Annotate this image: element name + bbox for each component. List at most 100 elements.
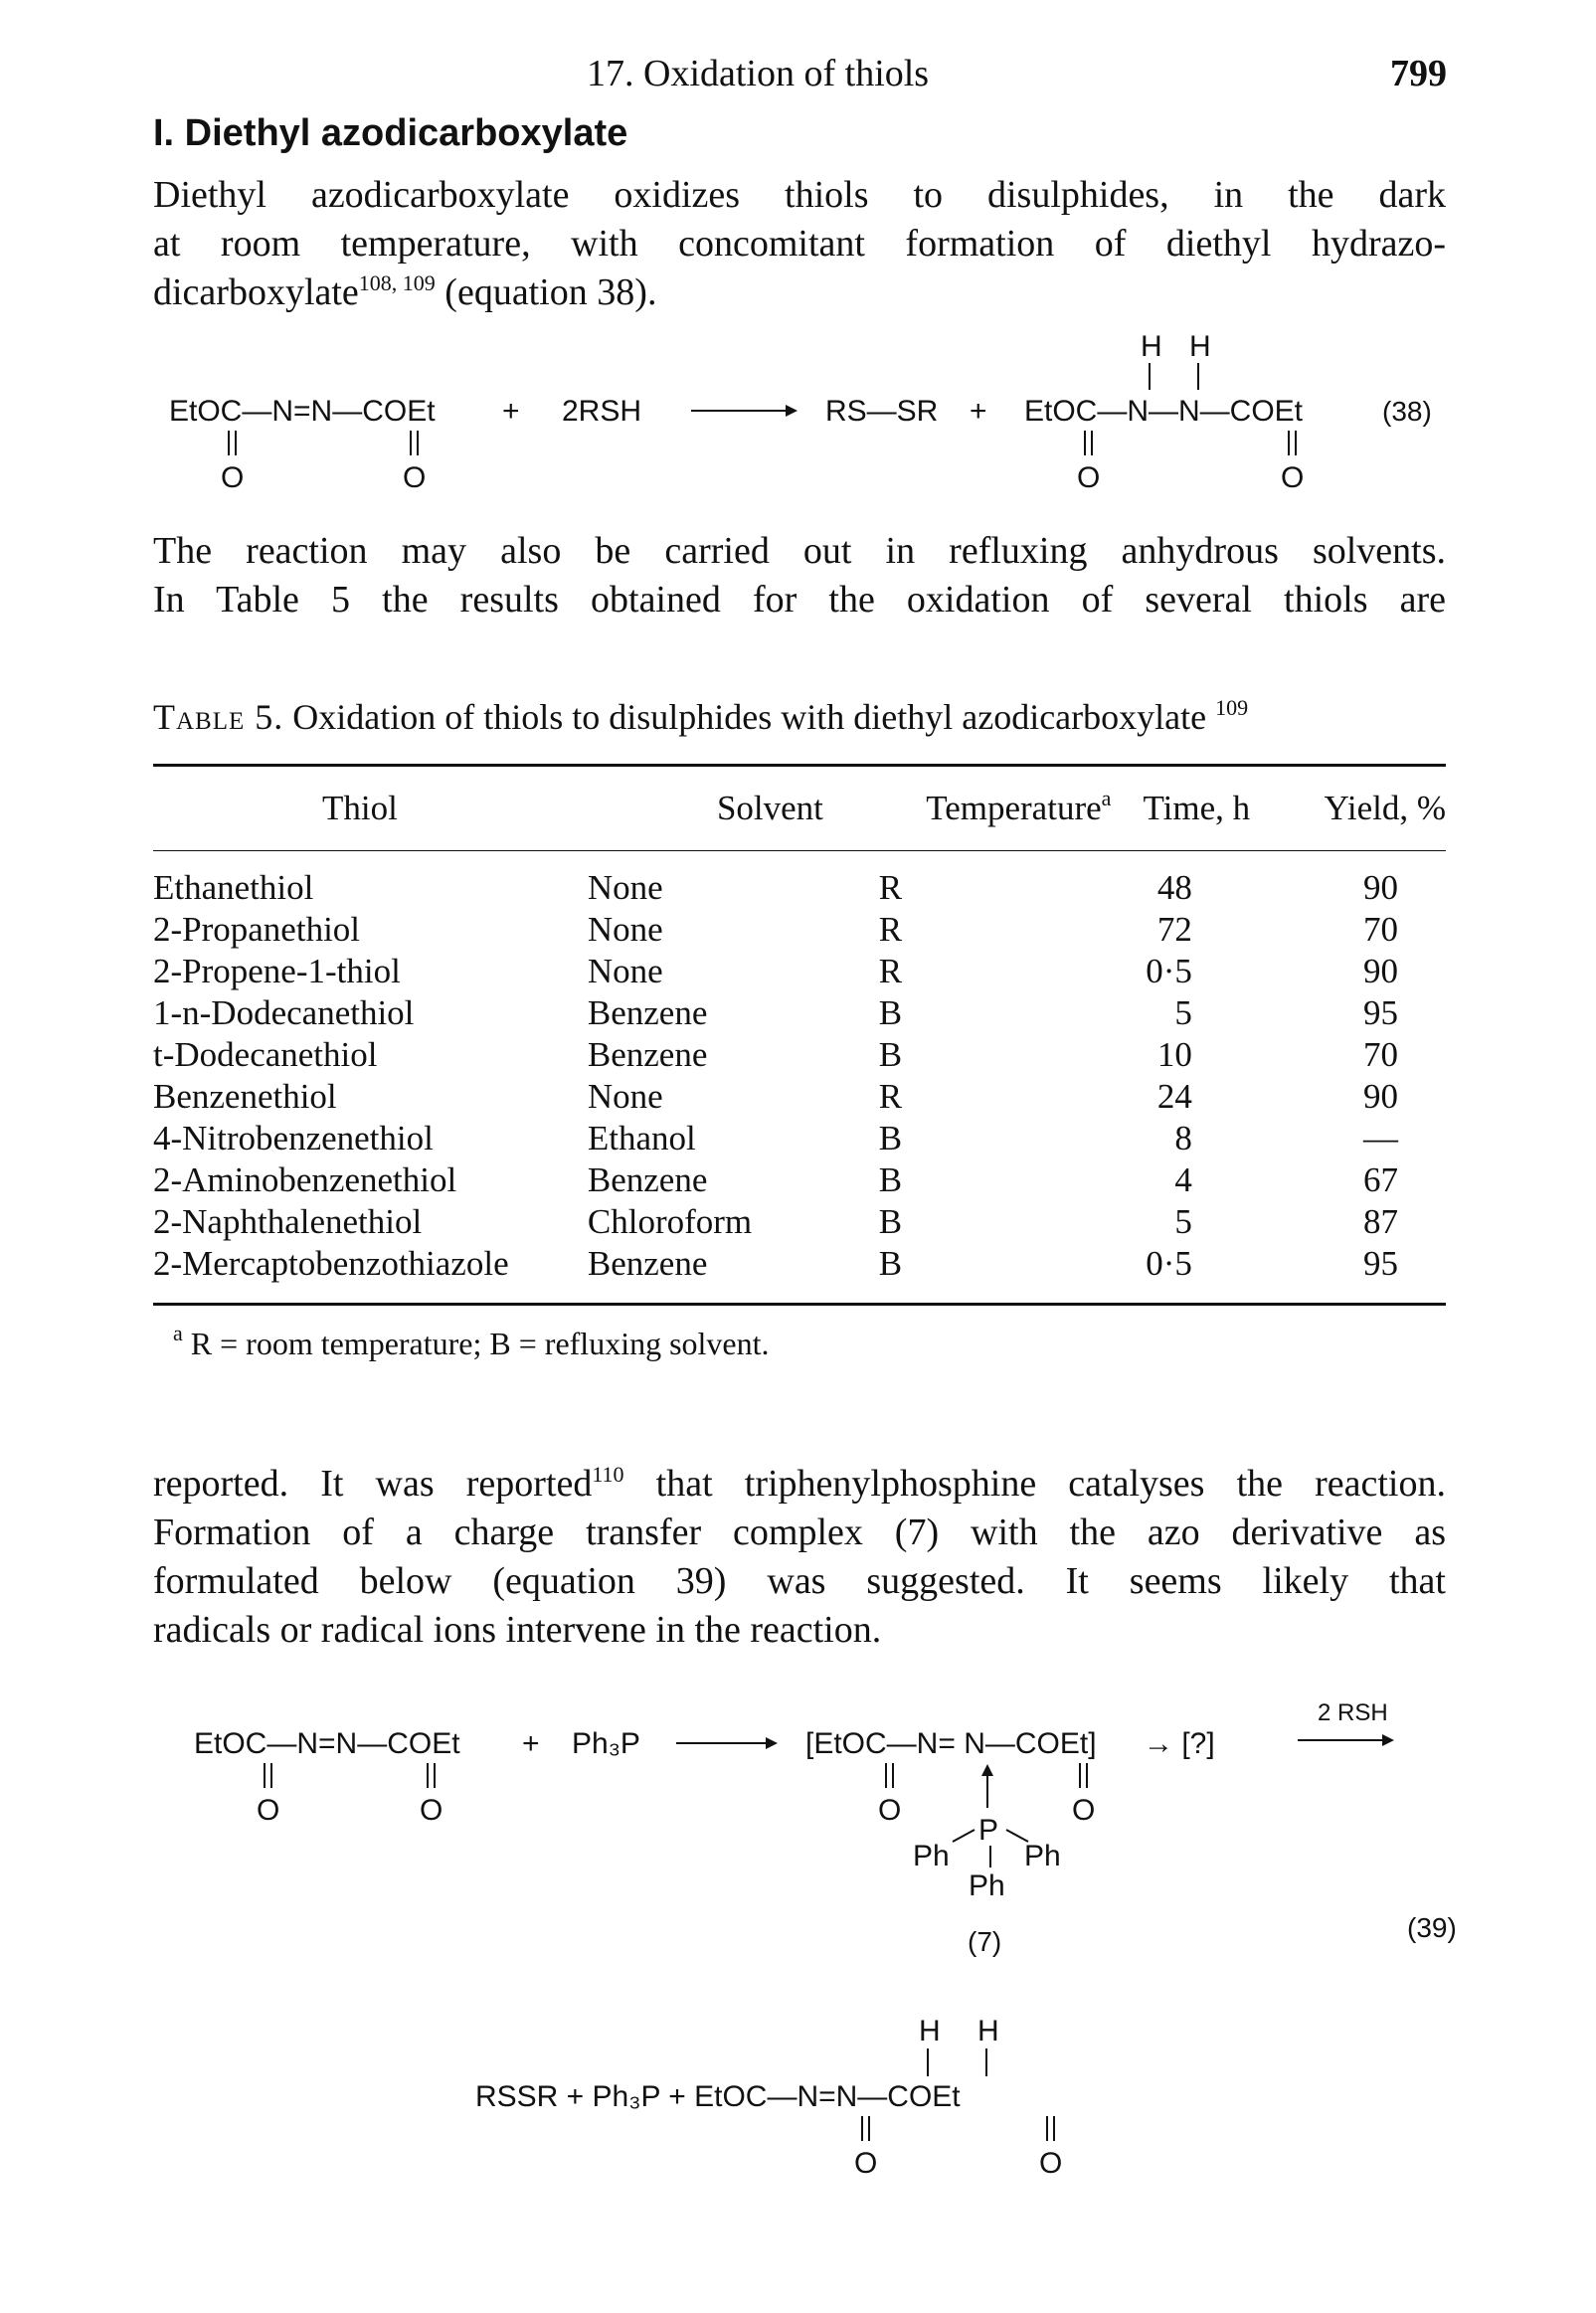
cell-temperature: B (878, 1119, 903, 1157)
cell-temperature: R (878, 868, 903, 907)
citation-superscript: 108, 109 (358, 270, 436, 295)
eq39-oxygen: O (420, 1794, 443, 1827)
cell-solvent: Benzene (587, 1160, 708, 1199)
paragraph-2: The reaction may also be carried out in … (153, 527, 1446, 624)
cell-time: 48 (1156, 868, 1192, 907)
paragraph-line: dicarboxylate108, 109 (equation 38). (153, 268, 1446, 317)
cell-solvent: Ethanol (587, 1119, 696, 1157)
cell-thiol: t-Dodecanethiol (153, 1035, 378, 1074)
cell-yield: 87 (1363, 1202, 1398, 1241)
cell-thiol: 2-Propene-1-thiol (153, 952, 401, 990)
paragraph-line: at room temperature, with concomitant fo… (153, 223, 1446, 265)
header-text: Temperature (926, 789, 1102, 827)
text-run: reported. It was reported (153, 1463, 593, 1505)
table-header-rule (153, 850, 1446, 851)
paragraph-line: Formation of a charge transfer complex (… (153, 1512, 1446, 1553)
paragraph-line: formulated below (equation 39) was sugge… (153, 1560, 1446, 1602)
table-top-rule (153, 764, 1446, 767)
cell-yield: 70 (1363, 910, 1398, 949)
cell-thiol: Benzenethiol (153, 1077, 337, 1116)
cell-time: 4 (1174, 1160, 1192, 1199)
column-header-temperature: Temperaturea (914, 767, 1124, 850)
section-heading: I. Diethyl azodicarboxylate (153, 112, 628, 154)
cell-temperature: B (878, 1035, 903, 1074)
eq38-plus: + (502, 395, 520, 428)
paragraph-line: The reaction may also be carried out in … (153, 530, 1446, 572)
eq39-plus: + (522, 1727, 540, 1760)
table-bottom-rule (153, 1303, 1446, 1306)
eq38-oxygen: O (1077, 461, 1100, 494)
cell-time: 24 (1156, 1077, 1192, 1116)
equation-number: (39) (1407, 1912, 1457, 1943)
cell-yield: 67 (1363, 1160, 1398, 1199)
table-row: 2-Mercaptobenzothiazole Benzene B 0·5 95 (153, 1243, 1446, 1285)
equation-number: (38) (1382, 396, 1432, 427)
cell-yield: 90 (1363, 952, 1398, 990)
arrow-head (1382, 1734, 1394, 1746)
paragraph-line: In Table 5 the results obtained for the … (153, 579, 1446, 621)
eq39-phosphorus: P (978, 1814, 998, 1847)
cell-solvent: None (587, 910, 663, 949)
eq38-reagent: 2RSH (562, 395, 641, 428)
eq39-phenyl: Ph (913, 1840, 950, 1872)
cell-yield: 70 (1363, 1035, 1398, 1074)
cell-solvent: None (587, 868, 663, 907)
citation-superscript: 110 (592, 1462, 624, 1487)
cell-time: 72 (1156, 910, 1192, 949)
footnote-marker: a (1101, 786, 1112, 810)
paragraph-line: Diethyl azodicarboxylate oxidizes thiols… (153, 174, 1446, 216)
eq39-oxygen: O (854, 2147, 877, 2180)
eq38-product-disulphide: RS—SR (825, 395, 938, 428)
cell-thiol: 1-n-Dodecanethiol (153, 993, 415, 1032)
cell-time: 0·5 (1146, 1244, 1192, 1283)
eq38-oxygen: O (403, 461, 426, 494)
eq39-oxygen: O (878, 1794, 901, 1827)
page-number: 799 (1390, 53, 1447, 94)
cell-time: 5 (1174, 993, 1192, 1032)
text-run: dicarboxylate (153, 271, 359, 313)
cell-solvent: None (587, 952, 663, 990)
cell-solvent: Benzene (587, 1244, 708, 1283)
equation-39-drawing: EtOC—N=N—COEt O O + Ph₃P [EtOC—N= N—COEt… (194, 1699, 1457, 2180)
paragraph-line: radicals or radical ions intervene in th… (153, 1609, 882, 1651)
table-caption-label: Table 5. (153, 697, 284, 737)
eq39-hydrogen: H (977, 2015, 999, 2047)
column-header-solvent: Solvent (716, 789, 823, 827)
paragraph-3: reported. It was reported110 that triphe… (153, 1460, 1446, 1655)
cell-temperature: R (878, 952, 903, 990)
eq39-unknown-intermediate: → [?] (1144, 1727, 1215, 1760)
eq39-reagent-over-arrow: 2 RSH (1318, 1699, 1388, 1726)
footnote-text: R = room temperature; B = refluxing solv… (190, 1326, 770, 1361)
cell-yield: 95 (1363, 1244, 1398, 1283)
table-caption-text: Oxidation of thiols to disulphides with … (292, 697, 1207, 737)
eq39-hydrogen: H (919, 2015, 941, 2047)
cell-thiol: 4-Nitrobenzenethiol (153, 1119, 434, 1157)
eq38-hydrogen: H (1189, 330, 1211, 363)
cell-temperature: B (878, 1244, 903, 1283)
cell-thiol: 2-Mercaptobenzothiazole (153, 1244, 509, 1283)
text-run: (equation 38). (435, 271, 657, 313)
cell-yield: 95 (1363, 993, 1398, 1032)
eq39-phosphine: Ph₃P (572, 1727, 640, 1760)
eq39-reactant: EtOC—N=N—COEt (194, 1727, 460, 1760)
cell-solvent: Benzene (587, 993, 708, 1032)
cell-solvent: Chloroform (587, 1202, 753, 1241)
eq39-oxygen: O (257, 1794, 279, 1827)
cell-thiol: 2-Propanethiol (153, 910, 361, 949)
compound-label: (7) (968, 1926, 1001, 1957)
citation-superscript: 109 (1215, 695, 1249, 720)
running-head: 17. Oxidation of thiols 799 (0, 52, 1596, 101)
eq39-oxygen: O (1072, 1794, 1095, 1827)
arrow-head (766, 1737, 778, 1749)
table-row: 2-Propanethiol None R 72 70 (153, 909, 1446, 951)
cell-temperature: R (878, 910, 903, 949)
eq39-products: RSSR + Ph₃P + EtOC—N=N—COEt (475, 2080, 961, 2113)
cell-thiol: 2-Naphthalenethiol (153, 1202, 423, 1241)
